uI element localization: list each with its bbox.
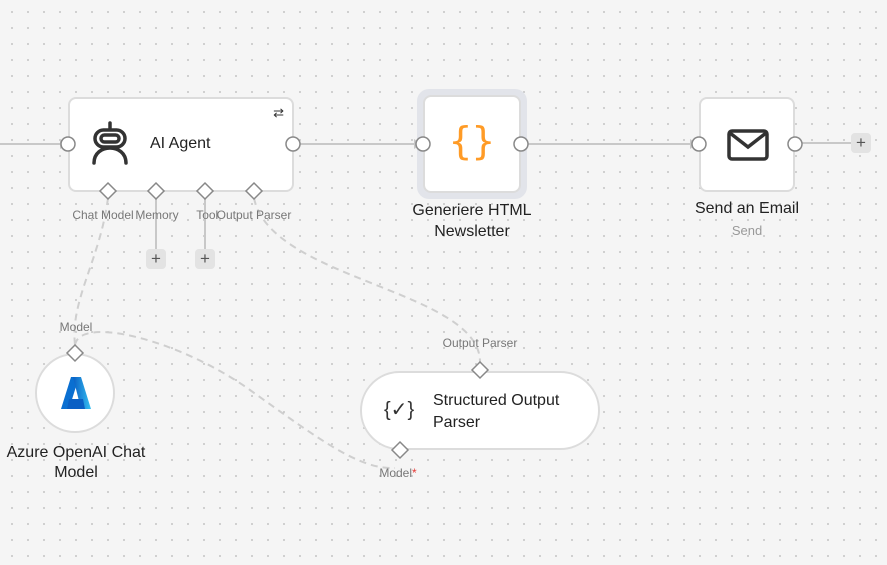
title-line2: Model [54, 464, 98, 481]
port-memory: Memory [135, 208, 179, 222]
add-memory-button[interactable]: + [146, 249, 166, 269]
generiere-html-node[interactable]: {} [423, 95, 521, 193]
envelope-icon [727, 129, 769, 161]
title-line1: Generiere HTML [412, 202, 532, 219]
add-tool-button[interactable]: + [195, 249, 215, 269]
generiere-html-title: Generiere HTML Newsletter [392, 200, 552, 242]
port-label: Model [379, 466, 413, 480]
title-line1: Azure OpenAI Chat [6, 444, 146, 461]
port-output-parser: Output Parser [216, 208, 292, 222]
azure-logo-icon [61, 377, 91, 409]
braces-check-icon: {✓} [384, 399, 415, 421]
parser-port-output: Output Parser [442, 336, 518, 350]
robot-icon [92, 121, 128, 165]
azure-openai-node[interactable] [35, 353, 115, 433]
required-mark: * [412, 466, 417, 480]
add-node-button[interactable]: + [851, 133, 871, 153]
ai-agent-node[interactable]: AI Agent ⇄ [68, 97, 294, 192]
port-tool: Tool [196, 208, 219, 222]
parser-port-model: Model* [379, 466, 416, 480]
title-line2: Parser [433, 414, 481, 431]
braces-icon: {} [449, 119, 495, 163]
title-line1: Structured Output [433, 392, 560, 409]
ai-agent-title: AI Agent [150, 135, 211, 152]
send-email-node[interactable] [699, 97, 795, 192]
azure-port-model: Model [59, 320, 93, 334]
repeat-icon: ⇄ [273, 105, 284, 120]
title-line2: Newsletter [434, 223, 510, 240]
send-email-subtitle: Send [731, 223, 763, 238]
send-email-title: Send an Email [694, 200, 800, 217]
port-chat-model: Chat Model [72, 208, 134, 222]
